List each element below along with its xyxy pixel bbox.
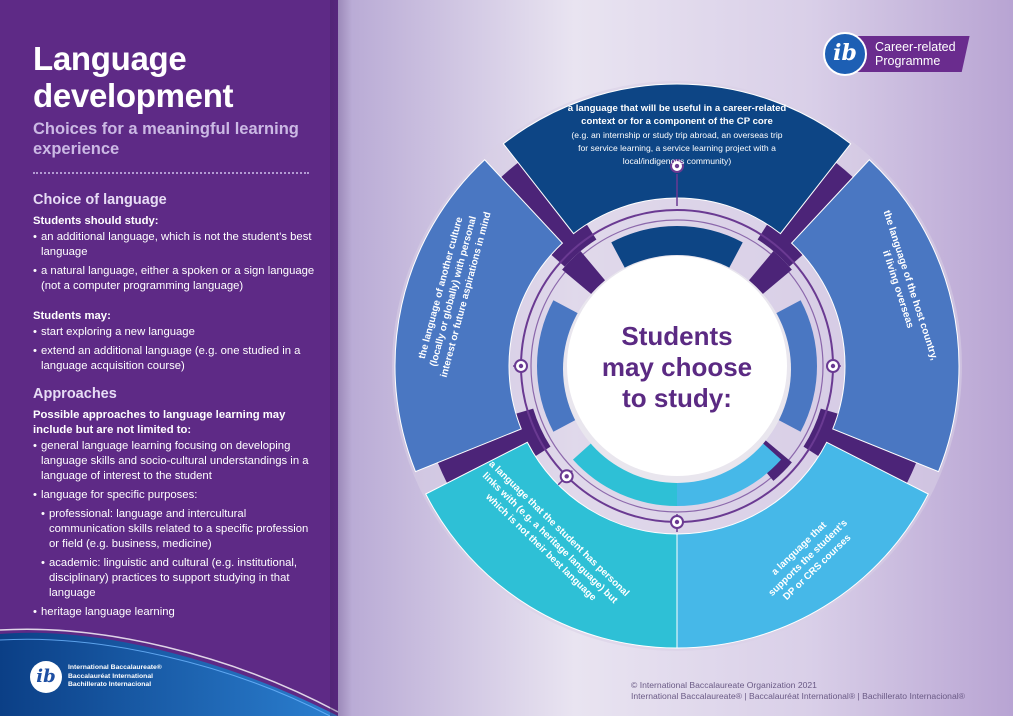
inner-connector xyxy=(562,251,606,295)
list-item: extend an additional language (e.g. one … xyxy=(33,344,315,374)
list-item: language for specific purposes: xyxy=(33,488,315,503)
list-item: heritage language learning xyxy=(33,605,315,620)
list-item: start exploring a new language xyxy=(33,325,315,340)
ring-node-dot xyxy=(830,363,836,369)
center-text-line: to study: xyxy=(622,383,732,413)
choice-heading: Choice of language xyxy=(33,192,167,208)
top-segment-text: a language that will be useful in a care… xyxy=(568,103,787,114)
ib-name-fr: Baccalauréat International xyxy=(68,672,153,680)
should-list: an additional language, which is not the… xyxy=(33,230,315,294)
center-circle: Students may choose to study: xyxy=(563,255,791,483)
should-lead: Students should study: xyxy=(33,215,159,227)
top-segment-text: context or for a component of the CP cor… xyxy=(581,116,773,127)
segment-connector xyxy=(483,148,597,267)
connector-rings xyxy=(513,159,841,532)
ring-node-dot xyxy=(518,363,524,369)
footer-wave xyxy=(0,628,338,716)
left-panel: Language development Choices for a meani… xyxy=(0,0,338,716)
may-lead: Students may: xyxy=(33,310,111,322)
sub-list-item: professional: language and intercultural… xyxy=(41,507,315,552)
approaches-heading: Approaches xyxy=(33,386,117,402)
ib-footer-logo: ib International Baccalaureate® Baccalau… xyxy=(30,661,162,693)
approaches-lead: Possible approaches to language learning… xyxy=(33,409,286,436)
ib-logo-icon: ib xyxy=(30,661,62,693)
outer-segment-left xyxy=(394,159,564,473)
inner-connector xyxy=(748,251,792,295)
center-text-line: may choose xyxy=(602,352,752,382)
ring-node-dot xyxy=(674,519,680,525)
copyright-line: © International Baccalaureate Organizati… xyxy=(631,680,817,690)
top-segment-text: local/indigenous community) xyxy=(623,156,732,166)
outer-segment-top xyxy=(502,83,852,235)
center-disc xyxy=(567,256,787,476)
inner-segment xyxy=(611,226,743,271)
ib-names: International Baccalaureate® Baccalauréa… xyxy=(68,664,162,690)
list-item: general language learning focusing on de… xyxy=(33,439,315,484)
center-text-line: Students xyxy=(621,321,732,351)
copyright: © International Baccalaureate Organizati… xyxy=(631,680,965,702)
ring-node-dot xyxy=(674,163,680,169)
list-item: a natural language, either a spoken or a… xyxy=(33,264,315,294)
programme-line: Programme xyxy=(875,54,941,68)
programme-line: Career-related xyxy=(875,40,956,54)
copyright-line: International Baccalaureate® | Baccalaur… xyxy=(631,691,965,701)
ib-name-en: International Baccalaureate® xyxy=(68,664,162,672)
page-title: Language development xyxy=(33,40,234,114)
ib-name-es: Bachillerato Internacional xyxy=(68,681,152,689)
segment-connector xyxy=(757,148,871,267)
career-programme-logo: ib Career-related Programme xyxy=(823,32,970,76)
top-segment-text: (e.g. an internship or study trip abroad… xyxy=(571,130,782,140)
inner-segment xyxy=(677,438,782,506)
list-item: an additional language, which is not the… xyxy=(33,230,315,260)
approaches-list: general language learning focusing on de… xyxy=(33,439,315,620)
ring-line xyxy=(530,219,824,513)
outer-ring xyxy=(392,81,962,651)
top-segment-text: for service learning, a service learning… xyxy=(578,143,776,153)
may-list: start exploring a new language extend an… xyxy=(33,325,315,374)
outer-segment-bottom-right xyxy=(676,441,929,649)
ib-logo-icon: ib xyxy=(823,32,867,76)
outer-segment-right xyxy=(790,159,960,473)
page-subtitle: Choices for a meaningful learning experi… xyxy=(33,120,299,158)
inner-segment xyxy=(572,438,677,506)
ring-node-dot xyxy=(564,474,569,479)
programme-tag: Career-related Programme xyxy=(857,36,970,72)
left-content: Choice of language Students should study… xyxy=(33,191,315,624)
sub-list-item: academic: linguistic and cultural (e.g. … xyxy=(41,556,315,601)
dotted-divider xyxy=(33,172,309,174)
outer-segment-bottom-left xyxy=(425,441,678,649)
